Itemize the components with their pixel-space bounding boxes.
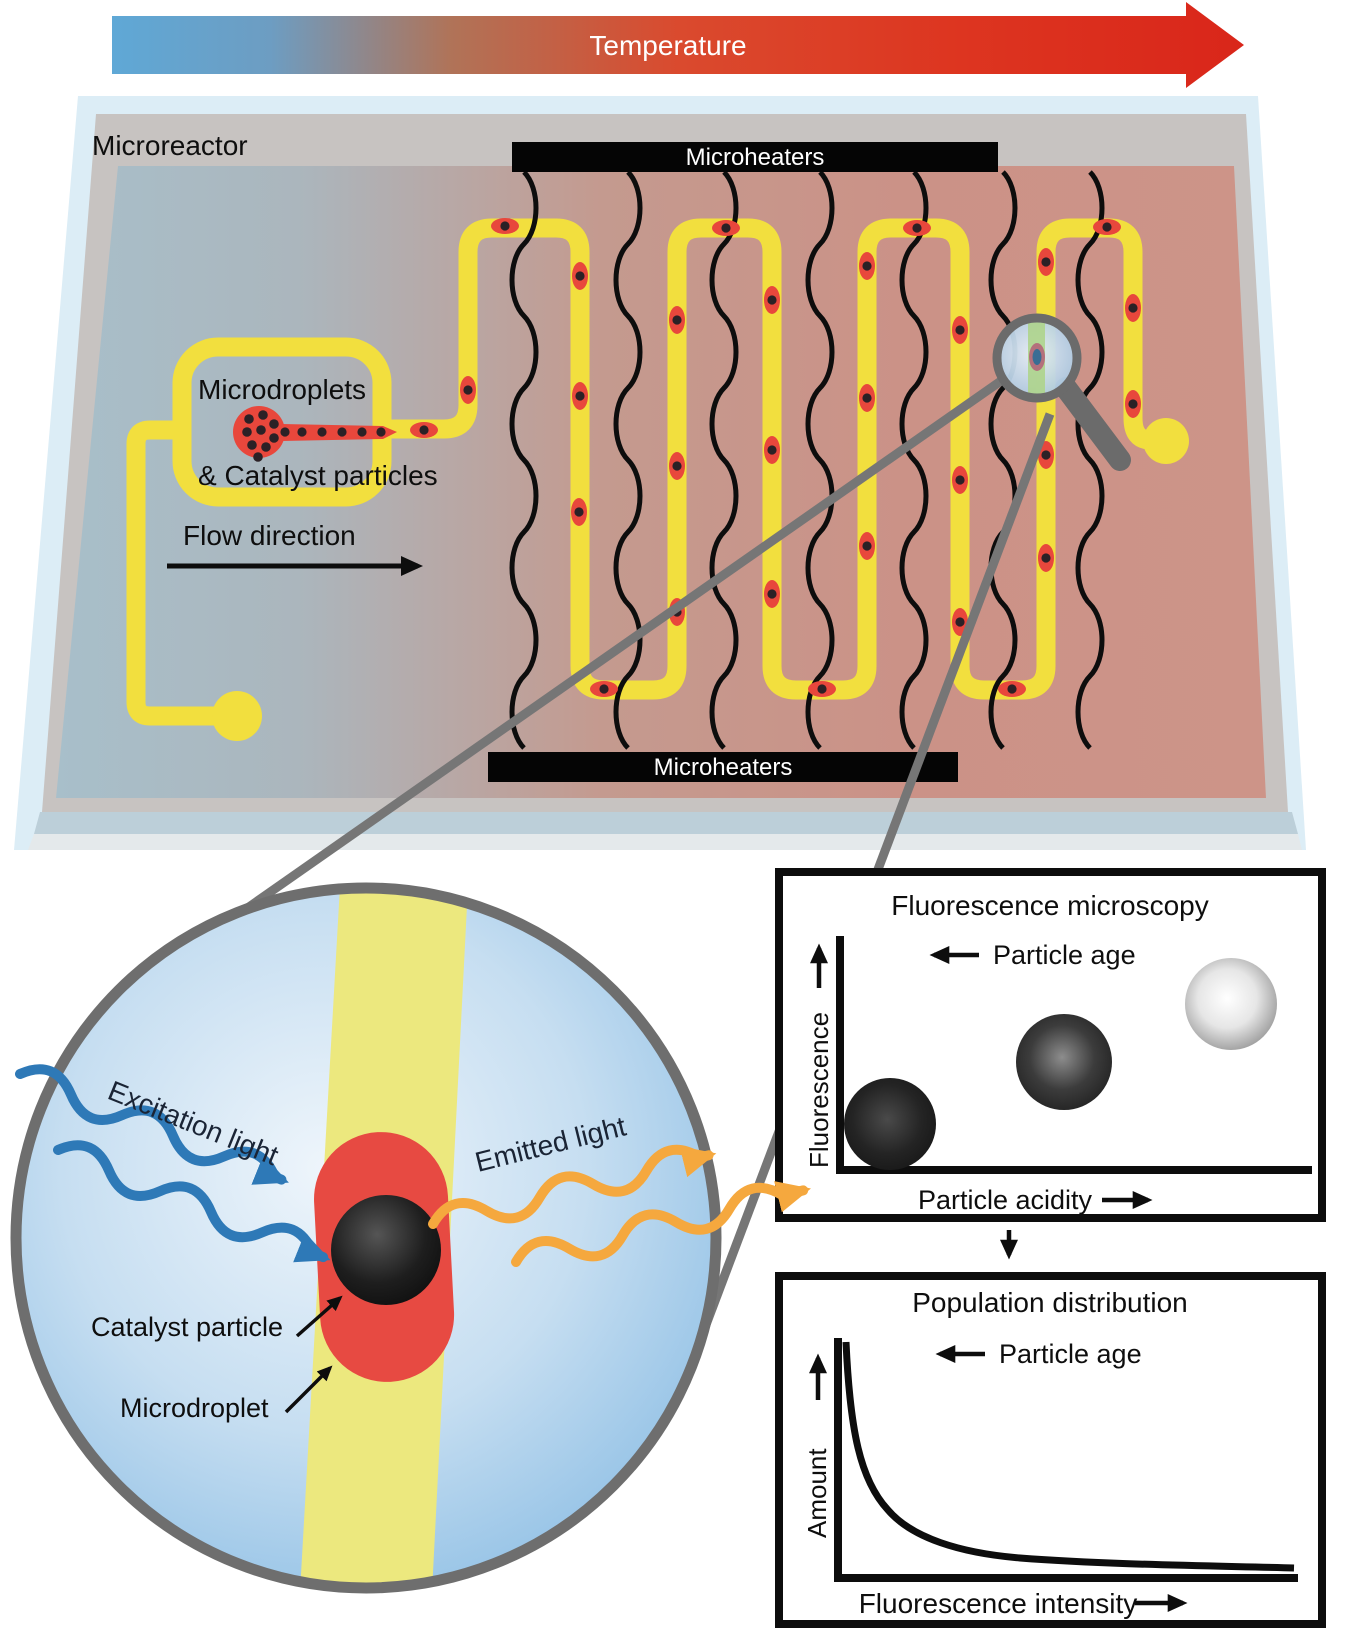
catalyst-particle-label: Catalyst particle <box>91 1312 283 1342</box>
droplet <box>859 384 875 412</box>
microheater-bottom-label: Microheaters <box>654 754 793 781</box>
excitation-arrows <box>15 1061 331 1270</box>
microheater-bar-bottom <box>488 752 958 782</box>
fluorescence-x-label: Particle acidity <box>918 1185 1093 1215</box>
fluorescence-panel-title: Fluorescence microscopy <box>891 890 1208 921</box>
emitted-arrows <box>430 1142 811 1276</box>
microheater-top-label: Microheaters <box>686 144 825 171</box>
outlet-port <box>1143 418 1189 464</box>
droplet <box>903 220 931 236</box>
excitation-arrowhead <box>293 1232 331 1263</box>
droplet <box>1038 248 1054 276</box>
droplet <box>764 436 780 464</box>
temperature-arrow-shape <box>112 2 1244 88</box>
population-panel-title: Population distribution <box>912 1287 1188 1318</box>
fluorescence-panel: Fluorescence microscopy Particle age Flu… <box>775 868 1326 1222</box>
sphere-low-fluorescence <box>844 1078 936 1170</box>
droplet <box>572 382 588 410</box>
emitted-arrowhead <box>679 1146 717 1178</box>
droplet <box>1125 294 1141 322</box>
catalyst-pointer-arrow <box>295 1295 343 1338</box>
droplet <box>764 286 780 314</box>
droplet <box>952 316 968 344</box>
microdroplets-label: Microdroplets <box>198 374 366 405</box>
sphere-high-fluorescence <box>1185 958 1277 1050</box>
magnified-droplet-view: Excitation light Emitted light Catalyst … <box>10 882 811 1594</box>
droplet <box>998 681 1026 697</box>
fluorescence-y-label: Fluorescence <box>804 1012 834 1168</box>
droplet-generator <box>233 406 397 462</box>
droplet <box>460 376 476 404</box>
droplet <box>590 681 618 697</box>
chip-side-strip-light <box>28 834 1302 850</box>
sphere-mid-fluorescence <box>1016 1014 1112 1110</box>
droplet <box>1093 219 1121 235</box>
droplet <box>808 681 836 697</box>
droplet <box>1038 544 1054 572</box>
catalyst-sphere <box>331 1195 441 1305</box>
magnifier-handle <box>1055 377 1131 471</box>
droplet <box>712 220 740 236</box>
population-panel: Population distribution Particle age Amo… <box>775 1272 1326 1628</box>
catalyst-particles-label: & Catalyst particles <box>198 460 438 491</box>
droplet <box>764 580 780 608</box>
microdroplet-label: Microdroplet <box>120 1393 269 1423</box>
magnifier-icon <box>992 313 1131 471</box>
droplet <box>1125 390 1141 418</box>
droplet <box>859 252 875 280</box>
magnifier-ring <box>992 313 1082 403</box>
droplet <box>669 452 685 480</box>
microheater-bar-top <box>512 142 998 172</box>
microheater-bars: Microheaters Microheaters <box>488 142 998 782</box>
droplet <box>572 262 588 290</box>
population-particle-age-label: Particle age <box>999 1339 1142 1369</box>
droplet <box>571 498 587 526</box>
droplet <box>410 422 438 438</box>
lens-droplet-core <box>1032 349 1042 365</box>
magnified-circle-ring <box>10 882 722 1594</box>
zoom-cone-line-left <box>243 372 1011 913</box>
fluorescence-particle-age-label: Particle age <box>993 940 1136 970</box>
droplet <box>491 218 519 234</box>
inlet-channel <box>126 420 237 726</box>
droplet <box>859 532 875 560</box>
emitted-arrowhead <box>774 1181 811 1213</box>
population-x-label: Fluorescence intensity <box>859 1588 1138 1619</box>
catalyst-dots <box>242 410 386 462</box>
chip-title: Microreactor <box>92 130 248 161</box>
flow-direction-label: Flow direction <box>183 520 356 551</box>
excitation-arrowhead <box>251 1155 289 1185</box>
inlet-port <box>212 691 262 741</box>
temperature-gradient-arrow: Temperature <box>112 2 1244 88</box>
temperature-label: Temperature <box>589 30 746 61</box>
microreactor-chip: Microreactor <box>14 96 1306 850</box>
droplet <box>669 306 685 334</box>
droplet <box>952 466 968 494</box>
decay-curve <box>842 1341 1295 1572</box>
population-y-label: Amount <box>802 1448 832 1538</box>
chip-side-strip <box>34 812 1298 834</box>
microdroplet-pointer-arrow <box>284 1365 333 1414</box>
